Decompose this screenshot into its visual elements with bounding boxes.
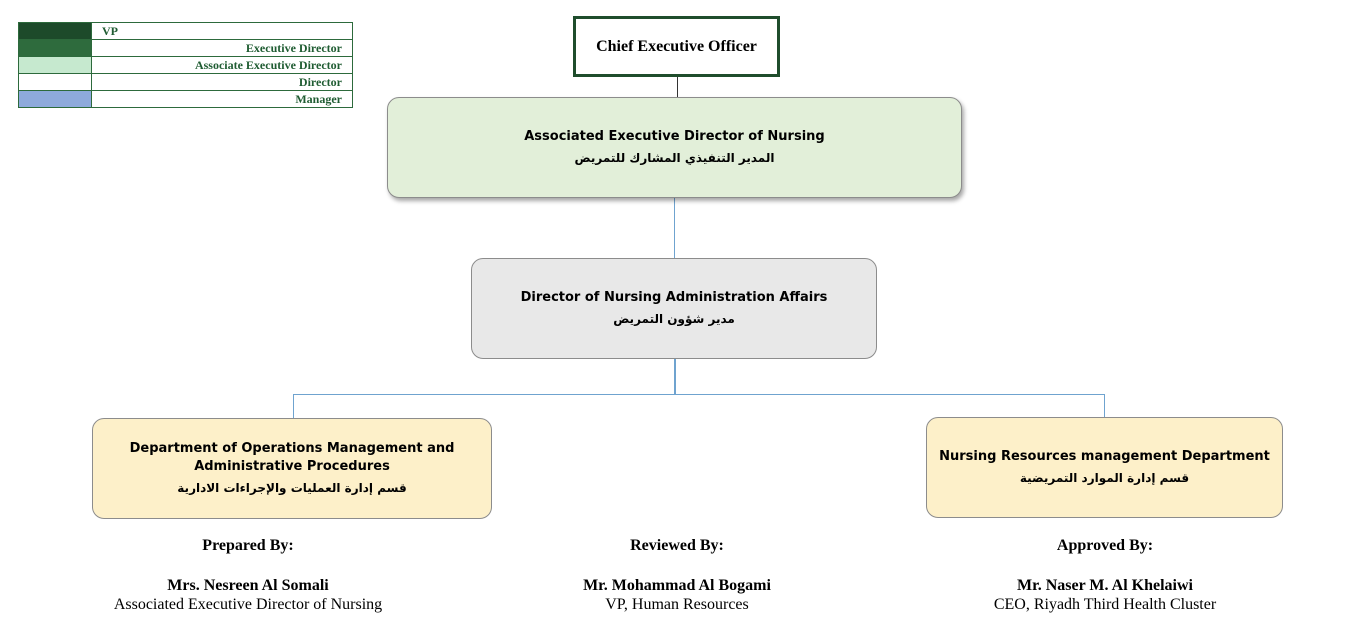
- legend: VP Executive Director Associate Executiv…: [18, 22, 353, 108]
- connector-aed-director: [674, 198, 675, 258]
- signature-approved: Approved By: Mr. Naser M. Al Khelaiwi CE…: [935, 537, 1275, 614]
- legend-swatch: [18, 56, 92, 74]
- legend-row-associate-executive-director: Associate Executive Director: [18, 56, 353, 74]
- signature-reviewed-position: VP, Human Resources: [605, 596, 749, 613]
- legend-swatch: [18, 90, 92, 108]
- legend-row-executive-director: Executive Director: [18, 39, 353, 57]
- director-title-ar: مدير شؤون التمريض: [613, 312, 735, 326]
- aed-nursing-box: Associated Executive Director of Nursing…: [387, 97, 962, 198]
- legend-swatch: [18, 73, 92, 91]
- legend-row-director: Director: [18, 73, 353, 91]
- signature-reviewed-name: Mr. Mohammad Al Bogami: [583, 577, 771, 594]
- legend-row-vp: VP: [18, 22, 353, 40]
- legend-row-manager: Manager: [18, 90, 353, 108]
- connector-director-trunk: [674, 359, 676, 395]
- legend-label: Executive Director: [91, 39, 353, 57]
- signature-prepared-title: Prepared By:: [202, 537, 294, 554]
- connector-horizontal-bus: [293, 394, 1105, 395]
- dept-nursing-resources-title-ar: قسم إدارة الموارد التمريضية: [1019, 471, 1190, 485]
- signature-approved-title: Approved By:: [1056, 537, 1154, 554]
- legend-label: Associate Executive Director: [91, 56, 353, 74]
- legend-label: Manager: [91, 90, 353, 108]
- connector-to-dept-right: [1104, 394, 1105, 417]
- dept-operations-title-ar: قسم إدارة العمليات والإجراءات الادارية: [177, 481, 407, 495]
- legend-label: Director: [91, 73, 353, 91]
- signature-approved-name: Mr. Naser M. Al Khelaiwi: [1017, 577, 1193, 594]
- director-title-en: Director of Nursing Administration Affai…: [520, 290, 828, 305]
- dept-operations-title-en: Department of Operations Management and …: [129, 441, 455, 474]
- legend-swatch: [18, 39, 92, 57]
- aed-title-en: Associated Executive Director of Nursing: [524, 129, 825, 144]
- signature-prepared-name: Mrs. Nesreen Al Somali: [167, 577, 329, 594]
- connector-to-dept-left: [293, 394, 294, 418]
- ceo-box: Chief Executive Officer: [573, 16, 780, 77]
- aed-title-ar: المدير التنفيذي المشارك للتمريض: [574, 151, 775, 165]
- dept-nursing-resources-title-en: Nursing Resources management Department: [939, 449, 1270, 464]
- director-nursing-admin-box: Director of Nursing Administration Affai…: [471, 258, 877, 359]
- legend-swatch: [18, 22, 92, 40]
- legend-label: VP: [91, 22, 353, 40]
- signature-prepared: Prepared By: Mrs. Nesreen Al Somali Asso…: [78, 537, 418, 614]
- ceo-title: Chief Executive Officer: [596, 37, 757, 55]
- signature-prepared-position: Associated Executive Director of Nursing: [113, 596, 383, 613]
- signature-reviewed: Reviewed By: Mr. Mohammad Al Bogami VP, …: [507, 537, 847, 614]
- signature-approved-position: CEO, Riyadh Third Health Cluster: [993, 596, 1217, 613]
- dept-operations-box: Department of Operations Management and …: [92, 418, 492, 519]
- dept-nursing-resources-box: Nursing Resources management Department …: [926, 417, 1283, 518]
- connector-ceo-aed: [677, 77, 678, 97]
- signature-reviewed-title: Reviewed By:: [630, 537, 724, 554]
